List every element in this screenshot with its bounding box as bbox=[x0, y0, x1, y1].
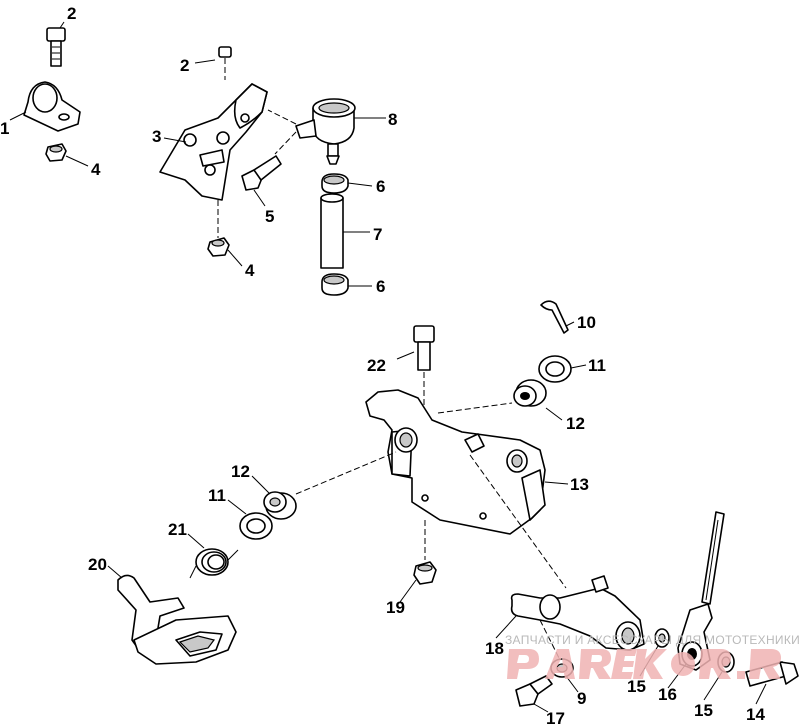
part-4-nut-lower bbox=[207, 237, 230, 257]
callout-8: 8 bbox=[388, 110, 397, 129]
callout-numbers: 1 2 4 2 3 5 4 8 6 7 6 22 10 11 12 13 12 … bbox=[0, 4, 765, 725]
callout-16: 16 bbox=[658, 685, 677, 704]
watermark-logo bbox=[507, 649, 781, 679]
callout-3: 3 bbox=[152, 127, 161, 146]
callout-12-right: 12 bbox=[566, 414, 585, 433]
part-19-nut bbox=[413, 520, 437, 585]
callout-18: 18 bbox=[485, 639, 504, 658]
part-11-washer-left bbox=[239, 512, 273, 540]
callout-13: 13 bbox=[570, 475, 589, 494]
callout-21: 21 bbox=[168, 520, 187, 539]
part-5-bolt bbox=[241, 155, 282, 191]
part-1-clamp bbox=[23, 81, 81, 132]
part-17-bolt bbox=[515, 675, 553, 707]
callout-6-lower: 6 bbox=[376, 277, 385, 296]
part-12-bushing-right bbox=[513, 379, 547, 407]
part-10-cotter-pin bbox=[540, 300, 569, 334]
callout-7: 7 bbox=[373, 225, 382, 244]
leader-lines bbox=[9, 21, 767, 713]
callout-22: 22 bbox=[367, 356, 386, 375]
callout-4-lower: 4 bbox=[245, 261, 255, 280]
part-2-bolt-upper bbox=[218, 46, 232, 80]
part-21-spring bbox=[189, 548, 239, 579]
part-2-bolt-left bbox=[46, 27, 66, 67]
part-11-washer-right bbox=[538, 355, 572, 383]
part-15-washer-a bbox=[654, 628, 670, 648]
part-3-bracket bbox=[159, 83, 268, 201]
callout-15-right: 15 bbox=[694, 701, 713, 720]
part-18-master-cylinder bbox=[510, 575, 645, 651]
callout-2-upper: 2 bbox=[180, 56, 189, 75]
part-7-hose bbox=[320, 193, 344, 269]
part-12-bushing-left bbox=[263, 491, 297, 520]
callout-11-left: 11 bbox=[208, 486, 226, 505]
callout-19: 19 bbox=[386, 598, 405, 617]
callout-10: 10 bbox=[577, 313, 596, 332]
callout-1: 1 bbox=[0, 119, 9, 138]
part-14-clevis-pin bbox=[745, 661, 799, 687]
callout-5: 5 bbox=[265, 207, 274, 226]
callout-20: 20 bbox=[88, 555, 107, 574]
part-20-brake-pedal bbox=[117, 574, 237, 665]
part-8-reservoir bbox=[295, 98, 356, 165]
callout-4-left: 4 bbox=[91, 160, 101, 179]
callout-12-left: 12 bbox=[231, 462, 250, 481]
callout-17: 17 bbox=[546, 709, 565, 725]
watermark-text: ЗАПЧАСТИ И АКСЕССУАРЫ ДЛЯ МОТОТЕХНИКИ bbox=[505, 633, 800, 647]
part-13-pedal-bracket bbox=[365, 389, 546, 535]
callout-14: 14 bbox=[746, 705, 765, 724]
callout-11-right: 11 bbox=[588, 356, 606, 375]
part-6-clip-upper bbox=[321, 173, 349, 194]
callout-2-left: 2 bbox=[67, 4, 76, 23]
callout-6-upper: 6 bbox=[376, 177, 385, 196]
part-6-clip-lower bbox=[321, 273, 349, 296]
callout-15-left: 15 bbox=[627, 677, 646, 696]
callout-9: 9 bbox=[577, 689, 586, 708]
part-4-nut-left bbox=[45, 143, 67, 162]
